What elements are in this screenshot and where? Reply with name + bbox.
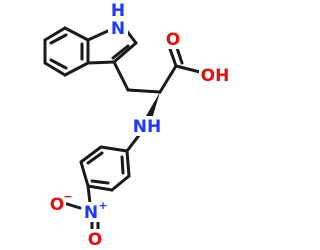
label-bg	[108, 2, 128, 38]
indole-n-label: N	[111, 19, 125, 39]
bond	[112, 60, 130, 92]
wedge-bond	[146, 92, 160, 119]
indole-h-label: H	[111, 1, 125, 21]
bond	[125, 132, 142, 153]
nitro-n-label: N	[84, 203, 98, 223]
label-bg	[82, 202, 100, 222]
bond	[125, 149, 131, 178]
bond	[79, 160, 90, 188]
bond	[43, 61, 67, 77]
bond	[86, 60, 116, 65]
label-bg	[48, 194, 66, 214]
bond	[99, 145, 129, 153]
bond	[62, 201, 82, 210]
label-bg	[164, 29, 182, 49]
label-bg	[86, 229, 104, 249]
indole-benzene-ring	[43, 26, 90, 77]
label-bg	[199, 65, 231, 85]
bond	[112, 41, 138, 64]
nitro-o-left-label: O	[50, 195, 64, 215]
bond	[63, 61, 90, 77]
bond	[110, 174, 131, 192]
nitro-o-charge: −	[63, 190, 72, 203]
double-bond-inner	[86, 151, 104, 165]
nitrophenyl-ring	[79, 132, 142, 205]
carbonyl-oxygen-label: O	[166, 30, 180, 50]
double-bond-inner	[49, 58, 68, 70]
bond	[86, 184, 92, 205]
bond	[86, 184, 114, 192]
bond	[158, 64, 178, 94]
bond	[86, 28, 112, 42]
indole-pyrrole-ring	[86, 28, 138, 65]
label-bg	[133, 116, 161, 136]
nitro-n-charge: +	[98, 199, 107, 212]
bond	[167, 44, 178, 68]
double-bond-inner	[49, 33, 68, 45]
double-bond-inner	[120, 155, 125, 175]
bond	[126, 88, 162, 94]
hydroxyl-label: OH	[201, 66, 230, 86]
side-chain	[112, 43, 202, 119]
double-bond-inner	[90, 179, 110, 185]
amine-nh-label: NH	[133, 117, 161, 137]
bond	[63, 26, 90, 42]
bond	[43, 26, 67, 42]
structure-diagram: H N O OH NH N + O − O	[43, 1, 231, 250]
bond	[79, 145, 103, 164]
double-bond-inner	[111, 44, 130, 60]
bond	[174, 64, 202, 74]
molecule-canvas: H N O OH NH N + O − O	[43, 1, 231, 250]
nitro-o-bottom-label: O	[88, 230, 102, 250]
